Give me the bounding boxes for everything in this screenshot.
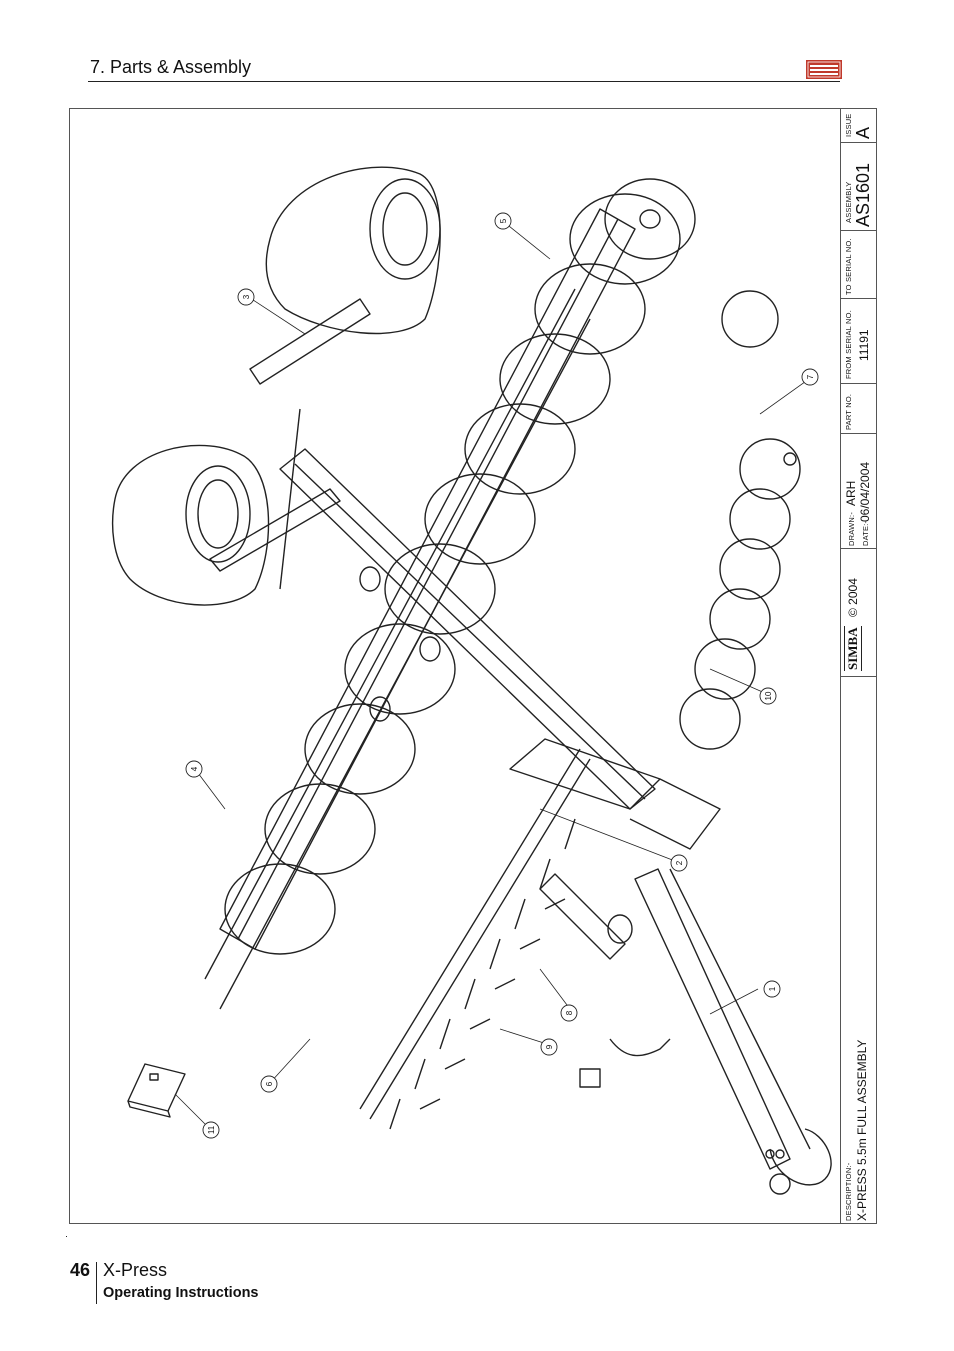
copyright: © 2004 — [846, 578, 860, 617]
section-title: 7. Parts & Assembly — [90, 57, 252, 77]
date-label: DATE:- — [861, 520, 870, 546]
drawing-frame — [69, 108, 877, 1224]
drawn-date-cell: DRAWN:- ARH DATE:- 06/04/2004 — [841, 434, 877, 549]
callout-9: 9 — [545, 1044, 554, 1049]
disc-row — [679, 290, 801, 750]
callout-2: 2 — [675, 860, 684, 865]
product-name: X-Press — [103, 1260, 168, 1280]
callout-1: 1 — [768, 986, 777, 991]
brand-cell: SIMBA © 2004 — [841, 549, 877, 677]
brand-logo — [806, 60, 842, 79]
callout-4: 4 — [190, 766, 199, 771]
transport-wheel-bottom — [111, 444, 270, 606]
description-value: X-PRESS 5.5m FULL ASSEMBLY — [855, 1039, 869, 1221]
to-serial-label: TO SERIAL NO. — [844, 238, 853, 295]
transport-wheel-top — [265, 166, 441, 335]
issue-label: ISSUE — [844, 113, 853, 137]
assembly-cell: ASSEMBLY AS1601 — [841, 143, 877, 231]
page-number: 46 — [70, 1260, 91, 1280]
part-no-cell: PART NO. — [841, 384, 877, 434]
callout-7: 7 — [806, 374, 815, 379]
footer-separator — [96, 1262, 97, 1304]
from-serial-label: FROM SERIAL NO. — [844, 310, 853, 379]
drawn-label: DRAWN:- — [847, 511, 856, 546]
from-serial-cell: FROM SERIAL NO. 11191 — [841, 299, 877, 384]
document-type: Operating Instructions — [103, 1285, 259, 1301]
date-value: 06/04/2004 — [858, 461, 872, 522]
description-label: DESCRIPTION:- — [844, 1162, 853, 1221]
callout-6: 6 — [265, 1081, 274, 1086]
from-serial-value: 11191 — [857, 329, 871, 361]
callout-10: 10 — [764, 691, 773, 700]
callout-5: 5 — [499, 218, 508, 223]
tine-row — [359, 748, 591, 1130]
part-no-label: PART NO. — [844, 393, 853, 430]
drawbar — [634, 868, 832, 1195]
title-block: ISSUE A ASSEMBLY AS1601 TO SERIAL NO. FR… — [840, 109, 877, 1223]
issue-value: A — [853, 126, 873, 139]
packer-rollers — [224, 193, 681, 955]
brand-mark: SIMBA — [844, 626, 862, 671]
drawn-value: ARH — [844, 480, 858, 506]
header-rule — [88, 81, 840, 82]
description-cell: DESCRIPTION:- X-PRESS 5.5m FULL ASSEMBLY — [841, 677, 877, 1223]
instruction-book — [127, 1063, 186, 1118]
assembly-label: ASSEMBLY — [844, 181, 853, 223]
assembly-drawing: 3 5 7 4 10 2 1 8 9 6 11 — [111, 166, 832, 1195]
issue-cell: ISSUE A — [841, 109, 877, 143]
to-serial-cell: TO SERIAL NO. — [841, 231, 877, 299]
assembly-value: AS1601 — [853, 162, 873, 227]
callout-11: 11 — [207, 1125, 216, 1134]
callout-3: 3 — [242, 294, 251, 299]
stray-mark — [66, 1236, 67, 1237]
callout-8: 8 — [565, 1010, 574, 1015]
